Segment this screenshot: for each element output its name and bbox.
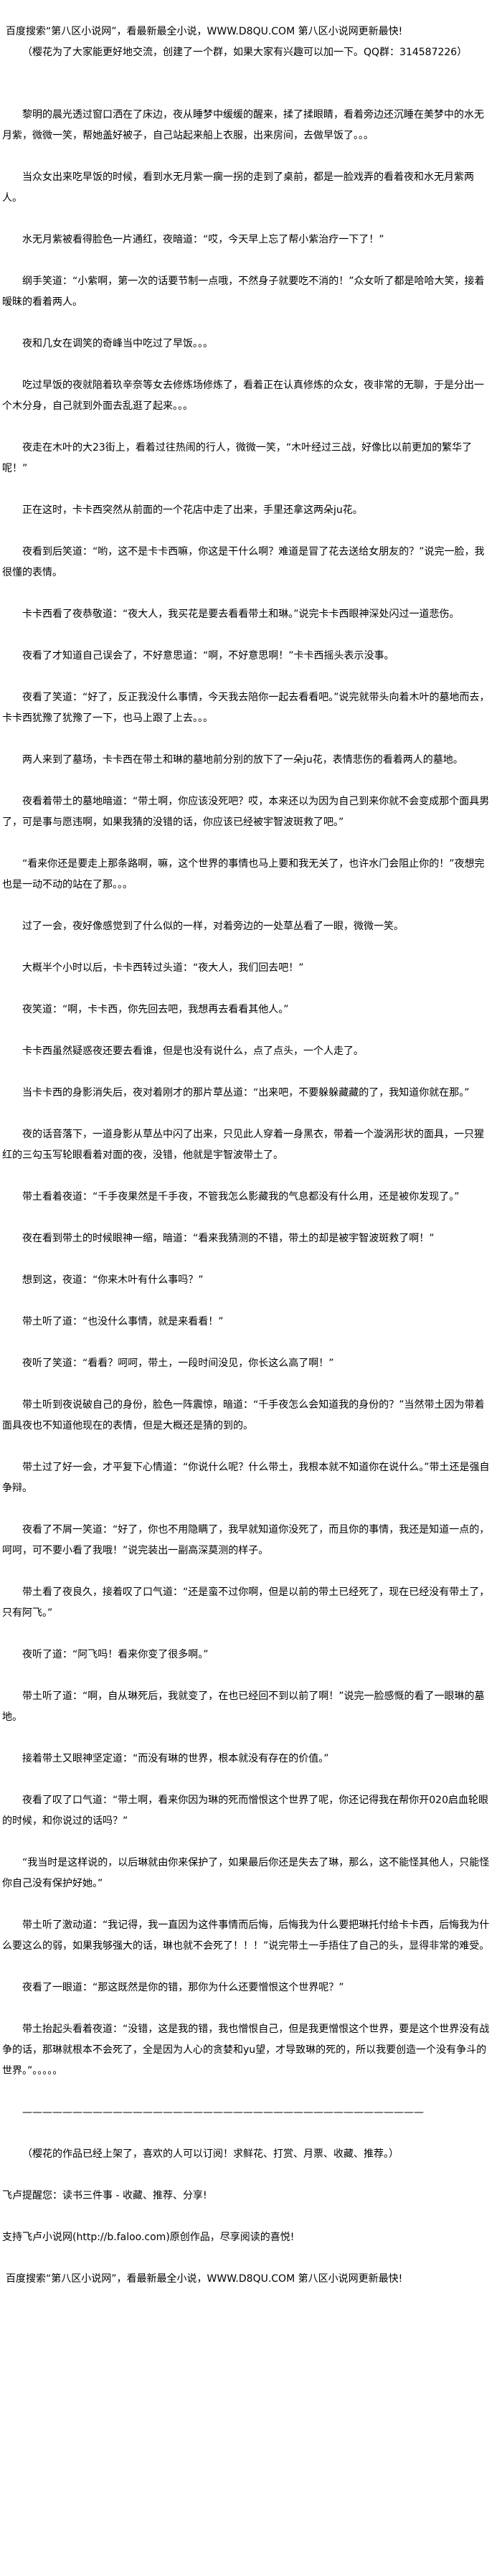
story-paragraph: 纲手笑道：“小紫啊，第一次的话要节制一点哦，不然身子就要吃不消的！”众女听了都是… xyxy=(2,276,485,308)
story-paragraph: 黎明的晨光透过窗口洒在了床边，夜从睡梦中缓缓的醒来，揉了揉眼睛，看着旁边还沉睡在… xyxy=(2,109,484,141)
story-paragraph: 夜看了一眼道：“那这既然是你的错，那你为什么还要憎恨这个世界呢？” xyxy=(22,1982,344,1993)
story-paragraph: 两人来到了墓场，卡卡西在带土和琳的墓地前分别的放下了一朵ju花，表情悲伤的看着两… xyxy=(22,754,463,766)
story-paragraph: 夜和几女在调笑的奇峰当中吃过了早饭。。。 xyxy=(22,338,213,349)
author-note: （樱花的作品已经上架了，喜欢的人可以订阅！求鲜花、打赏、月票、收藏、推荐。） xyxy=(22,2148,399,2160)
story-paragraph: 正在这时，卡卡西突然从前面的一个花店中走了出来，手里还拿这两朵ju花。 xyxy=(22,504,363,516)
story-paragraph: 当卡卡西的身影消失后，夜对着刚才的那片草丛道：“出来吧，不要躲躲藏藏的了，我知道… xyxy=(22,1087,470,1099)
chapter-page: 百度搜索“第八区小说网”，看最新最全小说，WWW.D8QU.COM 第八区小说网… xyxy=(2,26,491,2285)
divider-line: ———————————————————————————————————————— xyxy=(22,2107,424,2118)
story-paragraph: 带土过了好一会，才平复下心情道：“你说什么呢？什么带土，我根本就不知道你在说什么… xyxy=(2,1462,490,1494)
story-paragraph: 夜在看到带土的时候眼神一缩，暗道：“看来我猜测的不错，带土的却是被宇智波斑救了啊… xyxy=(22,1233,435,1244)
story-paragraph: 夜听了笑道：“看看？呵呵，带土，一段时间没见，你长这么高了啊！” xyxy=(22,1358,334,1369)
story-paragraph: 水无月紫被看得脸色一片通红，夜暗道：“哎，今天早上忘了帮小紫治疗一下了！” xyxy=(22,234,384,245)
story-paragraph: 接着带土又眼神坚定道：“而没有琳的世界，根本就没有存在的价值。” xyxy=(22,1753,329,1764)
story-paragraph: 卡卡西看了夜恭敬道：“夜大人，我买花是要去看看带土和琳。”说完卡卡西眼神深处闪过… xyxy=(22,608,460,620)
story-paragraph: 带土听了道：“啊，自从琳死后，我就变了，在也已经回不到以前了啊！”说完一脸感慨的… xyxy=(2,1691,485,1723)
story-paragraph: 夜的话音落下，一道身影从草丛中闪了出来，只见此人穿着一身黑衣，带着一个漩涡形状的… xyxy=(2,1129,484,1161)
chapter-body: 黎明的晨光透过窗口洒在了床边，夜从睡梦中缓缓的醒来，揉了揉眼睛，看着旁边还沉睡在… xyxy=(2,105,491,2082)
story-paragraph: 带土听了激动道：“我记得，我一直因为这件事情而后悔，后悔我为什么要把琳托付给卡卡… xyxy=(2,1919,490,1952)
story-paragraph: 夜看了才知道自己误会了，不好意思道：“啊，不好意思啊！”卡卡西摇头表示没事。 xyxy=(22,650,394,662)
story-paragraph: 夜看了不屑一笑道：“好了，你也不用隐瞒了，我早就知道你没死了，而且你的事情，我还… xyxy=(2,1524,490,1556)
story-paragraph: “看来你还是要走上那条路啊，嘛，这个世界的事情也马上要和我无关了，也许水门会阻止… xyxy=(2,858,485,890)
footer-ad-text: 百度搜索“第八区小说网”，看最新最全小说，WWW.D8QU.COM 第八区小说网… xyxy=(6,2273,403,2285)
story-paragraph: 夜听了道：“阿飞吗！看来你变了很多啊。” xyxy=(22,1649,209,1660)
faloo-reminder: 飞卢提醒您：读书三件事 - 收藏、推荐、分享! xyxy=(2,2190,207,2201)
story-paragraph: 大概半个小时以后，卡卡西转过头道：“夜大人，我们回去吧！” xyxy=(22,962,304,974)
story-paragraph: 卡卡西虽然疑惑夜还要去看谁，但是也没有说什么，点了点头，一个人走了。 xyxy=(22,1045,364,1057)
story-paragraph: 夜看了叹了口气道：“带土啊，看来你因为琳的死而憎恨这个世界了呢，你还记得我在帮你… xyxy=(2,1795,488,1827)
story-paragraph: 带土看了夜良久，接着叹了口气道：“还是蛮不过你啊，但是以前的带土已经死了，现在已… xyxy=(2,1587,490,1619)
faloo-support-text: 支持飞卢小说网(http://b.faloo.com)原创作品，尽享阅读的喜悦! xyxy=(2,2232,295,2243)
story-paragraph: 带土听了道：“也没什么事情，就是来看看！” xyxy=(22,1316,224,1327)
story-paragraph: 带土看着夜道：“千手夜果然是千手夜，不管我怎么影藏我的气息都没有什么用，还是被你… xyxy=(22,1191,460,1203)
story-paragraph: 夜笑道：“啊，卡卡西，你先回去吧，我想再去看看其他人。” xyxy=(22,1004,289,1015)
header-ad-text: 百度搜索“第八区小说网”，看最新最全小说，WWW.D8QU.COM 第八区小说网… xyxy=(6,26,403,37)
story-paragraph: “我当时是这样说的，以后琳就由你来保护了，如果最后你还是失去了琳，那么，这不能怪… xyxy=(2,1857,490,1889)
story-paragraph: 吃过早饭的夜就陪着玖辛奈等女去修炼场修炼了，看着正在认真修炼的众女，夜非常的无聊… xyxy=(2,380,484,412)
qq-group-note: （樱花为了大家能更好地交流，创建了一个群，如果大家有兴趣可以加一下。QQ群：31… xyxy=(22,47,468,58)
story-paragraph: 想到这，夜道：“你来木叶有什么事吗？” xyxy=(22,1274,204,1286)
story-paragraph: 当众女出来吃早饭的时候，看到水无月紫一瘸一拐的走到了桌前，都是一脸戏弄的看着夜和… xyxy=(2,171,474,204)
story-paragraph: 夜走在木叶的大23街上，看着过往热闹的行人，微微一笑，“木叶经过三战，好像比以前… xyxy=(2,442,473,474)
story-paragraph: 过了一会，夜好像感觉到了什么似的一样，对着旁边的一处草丛看了一眼，微微一笑。 xyxy=(22,921,404,932)
story-paragraph: 夜看着带土的墓地暗道：“带土啊，你应该没死吧？哎，本来还以为因为自己到来你就不会… xyxy=(2,796,490,828)
story-paragraph: 带土抬起头看着夜道：“没错，这是我的错，我也憎恨自己，但是我更憎恨这个世界，要是… xyxy=(2,2023,490,2077)
story-paragraph: 夜看到后笑道：“哟，这不是卡卡西嘛，你这是干什么啊？难道是冒了花去送给女朋友的？… xyxy=(2,546,485,578)
story-paragraph: 夜看了笑道：“好了，反正我没什么事情，今天我去陪你一起去看看吧。”说完就带头向着… xyxy=(2,692,490,724)
story-paragraph: 带土听到夜说破自己的身份，脸色一阵震惊，暗道：“千手夜怎么会知道我的身份的？”当… xyxy=(2,1399,485,1432)
